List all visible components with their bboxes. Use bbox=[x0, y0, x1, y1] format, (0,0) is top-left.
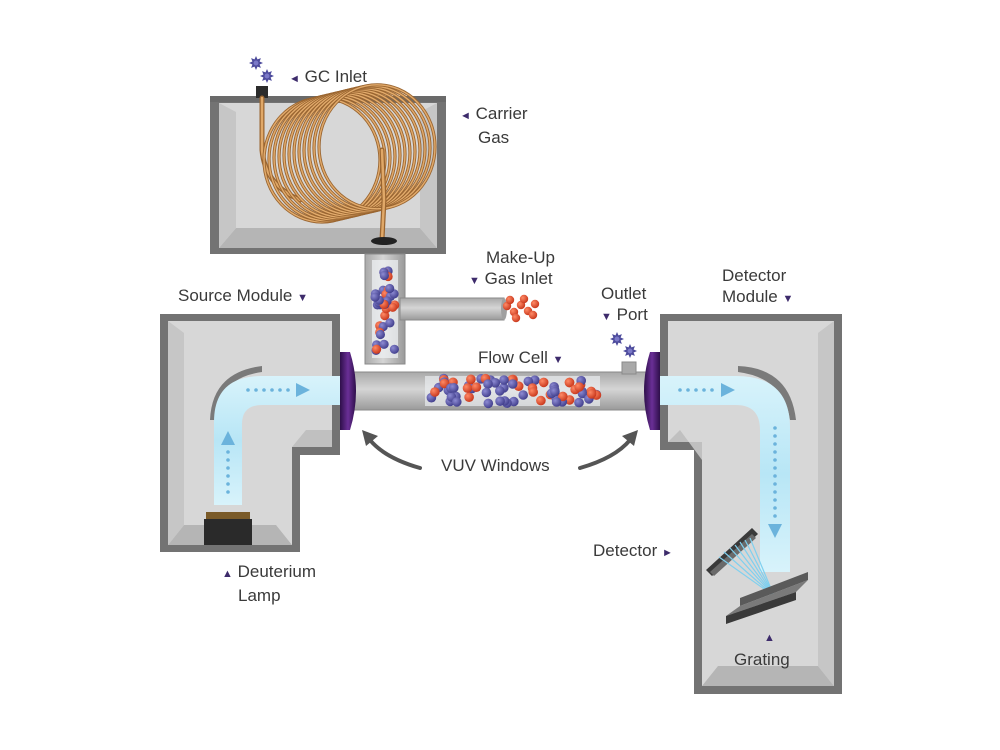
gc-column-coil-icon bbox=[259, 83, 437, 243]
deuterium-lamp bbox=[204, 512, 252, 545]
oven-outlet-hole bbox=[371, 237, 397, 245]
source-light-beam bbox=[214, 376, 340, 505]
detector-light-beam bbox=[660, 376, 790, 572]
makeup-gas-tube bbox=[399, 297, 507, 321]
vuv-arrow-head-left bbox=[362, 430, 378, 446]
label-carrier-gas: ◄ Carrier Gas bbox=[460, 104, 528, 147]
label-detector-module: Detector Module ▼ bbox=[722, 266, 794, 306]
vuv-arrow-head-right bbox=[622, 430, 638, 446]
vuv-window-left bbox=[340, 352, 356, 430]
vuv-window-right bbox=[644, 352, 660, 430]
label-vuv-windows: VUV Windows bbox=[441, 456, 550, 475]
detector-module-box bbox=[660, 314, 842, 694]
label-detector: Detector ► bbox=[593, 541, 673, 560]
label-makeup-gas-inlet: Make-Up ▼ Gas Inlet bbox=[469, 248, 555, 288]
gc-inlet-port bbox=[256, 86, 268, 98]
label-gc-inlet: ◄ GC Inlet bbox=[289, 67, 367, 86]
flow-cell-molecules bbox=[426, 373, 602, 409]
makeup-gas-molecules bbox=[502, 294, 540, 323]
detector-mirror bbox=[738, 366, 796, 420]
label-source-module: Source Module ▼ bbox=[178, 286, 308, 305]
label-grating: ▲ Grating bbox=[734, 632, 790, 669]
vuv-window-arrows bbox=[368, 438, 632, 470]
label-deuterium-lamp: ▲ Deuterium Lamp bbox=[222, 562, 317, 605]
transfer-tube-molecules bbox=[370, 266, 400, 355]
label-outlet-port: Outlet ▼ Port bbox=[601, 284, 648, 324]
label-flow-cell: Flow Cell ▼ bbox=[478, 348, 564, 367]
source-beam-arrows bbox=[221, 383, 310, 494]
detector-beam-arrows bbox=[678, 383, 782, 538]
analyte-star-icons bbox=[249, 56, 637, 358]
diffraction-grating bbox=[726, 572, 808, 624]
